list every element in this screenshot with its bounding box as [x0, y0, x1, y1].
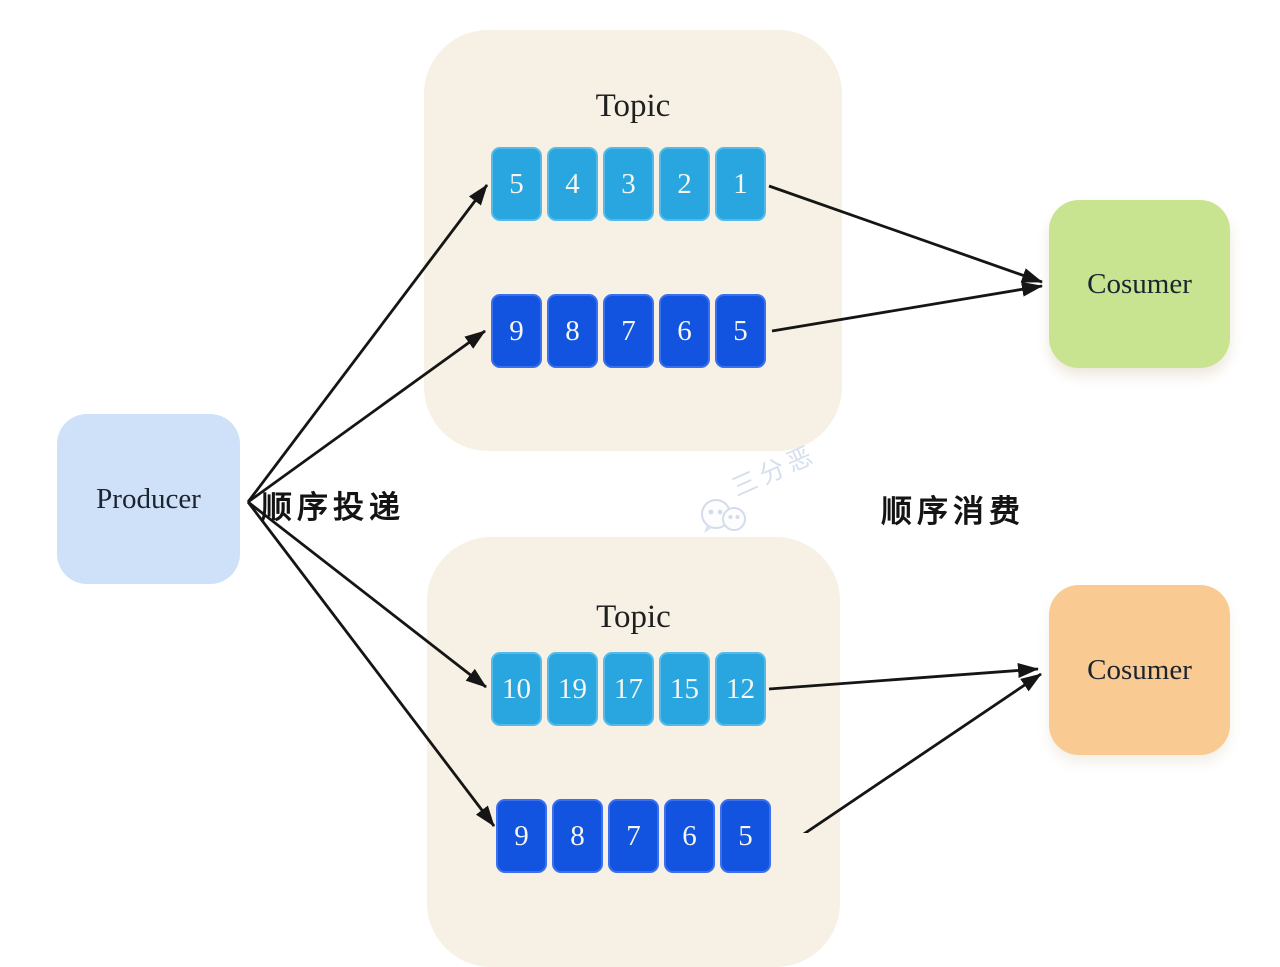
consumer-2-label: Cosumer — [1087, 653, 1192, 686]
wechat-icon — [701, 499, 746, 533]
topic-1-queue-1: 5 4 3 2 1 — [491, 147, 766, 221]
topic-2-queue-1: 10 19 17 15 12 — [491, 652, 766, 726]
message-cell: 1 — [715, 147, 766, 221]
producer-box: Producer — [57, 414, 240, 584]
message-cell: 5 — [491, 147, 542, 221]
topic-2-title: Topic — [596, 599, 671, 635]
message-cell: 7 — [608, 799, 659, 873]
sequential-mq-diagram: Producer Topic 5 4 3 2 1 9 8 7 6 5 Topic… — [57, 30, 1230, 967]
message-cell: 8 — [552, 799, 603, 873]
topic-2-queue-2: 9 8 7 6 5 — [496, 799, 771, 873]
message-cell: 7 — [603, 294, 654, 368]
label-sequential-consume: 顺序消费 — [881, 494, 1025, 529]
consumer-1-label: Cosumer — [1087, 267, 1192, 300]
message-cell: 4 — [547, 147, 598, 221]
message-cell: 9 — [496, 799, 547, 873]
message-cell: 10 — [491, 652, 542, 726]
producer-label: Producer — [96, 482, 201, 515]
message-cell: 8 — [547, 294, 598, 368]
message-cell: 3 — [603, 147, 654, 221]
topic-1-title: Topic — [595, 88, 671, 124]
topic-container-1: Topic 5 4 3 2 1 9 8 7 6 5 — [424, 30, 842, 451]
topic-1-queue-2: 9 8 7 6 5 — [491, 294, 766, 368]
message-cell: 6 — [659, 294, 710, 368]
label-sequential-delivery: 顺序投递 — [261, 490, 405, 525]
consumer-box-2: Cosumer — [1049, 585, 1230, 755]
message-cell: 12 — [715, 652, 766, 726]
message-cell: 6 — [664, 799, 715, 873]
message-cell: 17 — [603, 652, 654, 726]
message-cell: 9 — [491, 294, 542, 368]
message-cell: 2 — [659, 147, 710, 221]
message-cell: 15 — [659, 652, 710, 726]
consumer-box-1: Cosumer — [1049, 200, 1230, 368]
message-cell: 5 — [715, 294, 766, 368]
topic-container-2: Topic 10 19 17 15 12 9 8 7 6 5 — [427, 537, 840, 967]
message-cell: 5 — [720, 799, 771, 873]
message-cell: 19 — [547, 652, 598, 726]
